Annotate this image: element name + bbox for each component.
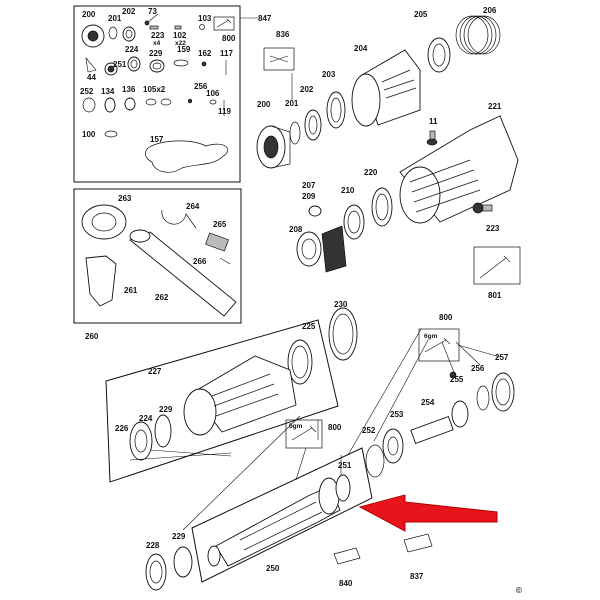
copyright-icon: © [516,586,522,595]
leader-lines [129,73,501,531]
label-6gm: 6gm [424,333,438,340]
label-228: 228 [146,541,160,550]
label-800c: 800 [439,313,453,322]
armature-box-227 [105,307,358,483]
grease-tube-icon [285,419,323,449]
front-assembly [333,328,515,565]
label-103: 103 [198,14,212,23]
label-209: 209 [302,192,316,201]
screw-icon [144,13,159,26]
screw-icon [426,130,438,146]
spindle-box-250 [191,447,373,583]
label-227: 227 [148,367,162,376]
label-200: 200 [82,10,96,19]
label-106: 106 [206,89,220,98]
label-252: 252 [80,87,94,96]
label-837: 837 [410,572,424,581]
label-162: 162 [198,49,212,58]
side-handle-box-260 [73,188,242,324]
label-117: 117 [220,49,233,58]
label-840: 840 [339,579,353,588]
ring-228 [145,553,167,591]
label-255: 255 [450,375,464,384]
label-252b: 252 [362,426,376,435]
label-159: 159 [177,45,191,54]
label-229c: 229 [172,532,186,541]
label-105x2: 105x2 [143,85,166,94]
label-256: 256 [194,82,208,91]
label-254: 254 [421,398,435,407]
label-836: 836 [276,30,290,39]
part-labels: 200 201 202 73 103 847 800 223 x4 102 x2… [80,6,522,595]
label-102: 102 [173,31,187,40]
ring-229 [173,546,193,578]
label-221: 221 [488,102,502,111]
label-x4: x4 [153,40,161,47]
label-208: 208 [289,225,303,234]
label-264: 264 [186,202,200,211]
label-847: 847 [258,14,272,23]
label-157: 157 [150,135,164,144]
label-223b: 223 [486,224,500,233]
label-262: 262 [155,293,169,302]
label-260: 260 [85,332,99,341]
label-205: 205 [414,10,428,19]
label-11: 11 [429,117,438,126]
label-201: 201 [108,14,122,23]
label-220: 220 [364,168,378,177]
label-201b: 201 [285,99,299,108]
label-229: 229 [149,49,163,58]
label-202: 202 [122,7,136,16]
rear-assembly [256,15,521,285]
label-266: 266 [193,257,207,266]
pointer-arrow-icon [358,494,498,532]
label-224b: 224 [139,414,153,423]
label-44: 44 [87,73,96,82]
label-203: 203 [322,70,336,79]
label-119: 119 [218,107,231,116]
label-5gm: 5gm [289,423,303,430]
label-207: 207 [302,181,316,190]
label-251b: 251 [338,461,352,470]
label-261: 261 [124,286,138,295]
label-256b: 256 [471,364,485,373]
label-206: 206 [483,6,497,15]
label-257: 257 [495,353,509,362]
label-224: 224 [125,45,139,54]
label-73: 73 [148,7,157,16]
label-801: 801 [488,291,502,300]
label-202b: 202 [300,85,314,94]
label-229b: 229 [159,405,173,414]
label-210: 210 [341,186,355,195]
label-800: 800 [222,34,236,43]
label-225: 225 [302,322,316,331]
label-265: 265 [213,220,227,229]
label-223: 223 [151,31,165,40]
label-251: 251 [113,60,127,69]
label-230: 230 [334,300,348,309]
kit-box-847 [73,5,258,183]
label-263: 263 [118,194,132,203]
label-253: 253 [390,410,404,419]
label-250: 250 [266,564,280,573]
label-226: 226 [115,424,129,433]
label-136: 136 [122,85,136,94]
label-204: 204 [354,44,368,53]
label-x22: x22 [175,40,186,47]
label-200b: 200 [257,100,271,109]
screw-icon [472,202,493,214]
label-100: 100 [82,130,96,139]
label-800b: 800 [328,423,342,432]
label-134: 134 [101,87,115,96]
